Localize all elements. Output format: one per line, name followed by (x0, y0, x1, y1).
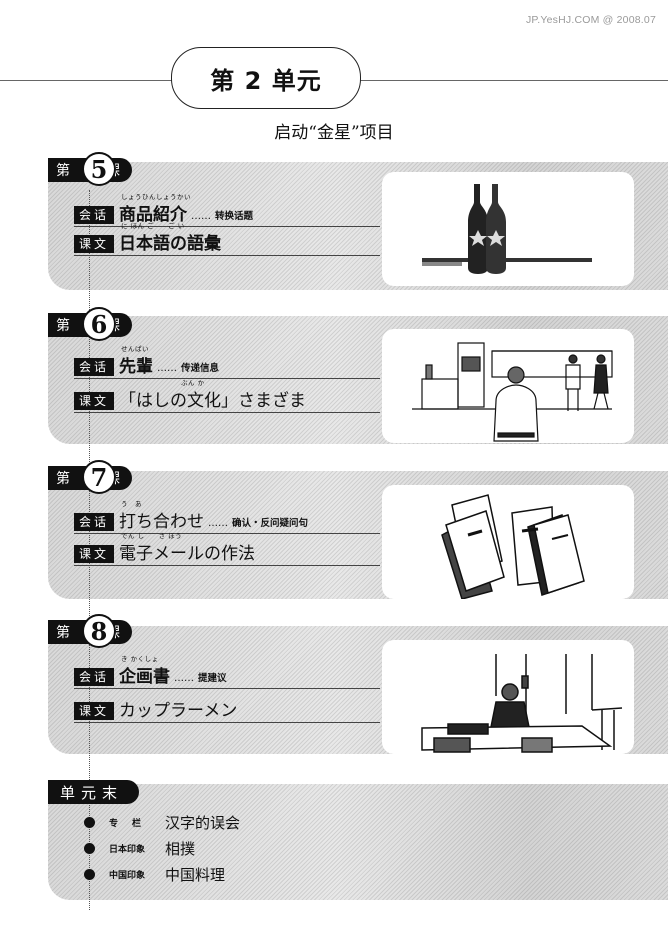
lesson-number-badge: 5 (82, 152, 116, 186)
unit-end-item-column[interactable]: 专栏 汉字的误会 (84, 812, 240, 833)
leader-dots: …… (208, 518, 229, 529)
lesson-6-header[interactable]: 第 6 課 (48, 307, 132, 341)
kabun-tag: 课文 (74, 392, 115, 410)
furigana: う あ (121, 500, 143, 508)
kaiwa-note: 传递信息 (181, 363, 220, 374)
kabun-tag: 课文 (74, 545, 115, 563)
kabun-title-text: カップラーメン (119, 701, 238, 721)
kabun-title-text: 電子メールの作法 (119, 544, 256, 564)
leader-dots: …… (191, 211, 212, 222)
furigana: しょうひんしょうかい (121, 193, 192, 201)
kaiwa-tag: 会话 (74, 358, 115, 376)
illustration-office-scene (382, 329, 634, 443)
furigana: でん し さ ほう (121, 532, 183, 540)
unit-end-item-china-impression[interactable]: 中国印象 中国料理 (84, 864, 225, 885)
unit-subtitle: 启动“金星”项目 (274, 123, 394, 143)
kaiwa-tag: 会话 (74, 513, 115, 531)
kaiwa-title-text: 企画書 (119, 667, 171, 687)
lesson-prefix: 第 (56, 625, 70, 641)
lesson-7-kabun-row[interactable]: 课文 でん し さ ほう電子メールの作法 (74, 532, 380, 566)
header-rule-left (0, 80, 172, 81)
lesson-8-header[interactable]: 第 8 課 (48, 614, 132, 648)
bullet-icon (84, 817, 95, 828)
lesson-7-kaiwa-row[interactable]: 会话 う あ打ち合わせ …… 确认・反问疑问句 (74, 500, 380, 534)
kabun-title: でん し さ ほう電子メールの作法 (119, 532, 256, 564)
kaiwa-tag: 会话 (74, 206, 115, 224)
kaiwa-note: 转换话题 (215, 211, 254, 222)
kaiwa-note: 确认・反问疑问句 (232, 518, 309, 529)
kaiwa-tag: 会话 (74, 668, 115, 686)
furigana: に ほん ご ご い (121, 222, 185, 230)
unit-title-pill: 第 2 单元 (171, 47, 361, 109)
illustration-documents (382, 485, 634, 599)
watermark: JP.YesHJ.COM @ 2008.07 (525, 14, 656, 26)
kaiwa-note: 提建议 (198, 673, 227, 684)
kabun-title: カップラーメン (119, 696, 237, 721)
furigana: き かくしょ (121, 655, 159, 663)
item-text: 相撲 (165, 840, 196, 858)
kaiwa-title: せんぱい先輩 (119, 345, 154, 377)
item-text: 中国料理 (165, 866, 226, 884)
lesson-5-header[interactable]: 第 5 課 (48, 152, 132, 186)
lesson-8-kabun-row[interactable]: 课文 カップラーメン (74, 700, 380, 723)
furigana: せんぱい (121, 345, 150, 353)
item-label: 日本印象 (109, 845, 146, 855)
kaiwa-title: しょうひんしょうかい商品紹介 (119, 193, 191, 225)
item-text: 汉字的误会 (165, 814, 241, 832)
leader-dots: …… (157, 363, 178, 374)
leader-dots: …… (174, 673, 195, 684)
kabun-title-text: 「はしの文化」さまざま (119, 391, 307, 411)
lesson-6-kaiwa-row[interactable]: 会话 せんぱい先輩 …… 传递信息 (74, 345, 380, 379)
lesson-prefix: 第 (56, 471, 70, 487)
kaiwa-title-text: 打ち合わせ (119, 512, 205, 532)
bullet-icon (84, 869, 95, 880)
lesson-6-kabun-row[interactable]: 课文 ぶん か「はしの文化」さまざま (74, 379, 380, 413)
kaiwa-title: き かくしょ企画書 (119, 655, 171, 687)
kaiwa-title-text: 先輩 (119, 357, 154, 377)
unit-end-item-japan-impression[interactable]: 日本印象 相撲 (84, 838, 195, 859)
lesson-number-badge: 6 (82, 307, 116, 341)
lesson-number-badge: 7 (82, 460, 116, 494)
lesson-number-badge: 8 (82, 614, 116, 648)
kaiwa-title-text: 商品紹介 (119, 205, 188, 225)
illustration-wine-bottles (382, 172, 634, 286)
item-label: 中国印象 (109, 871, 146, 881)
header-rule-right (358, 80, 668, 81)
lesson-8-kaiwa-row[interactable]: 会话 き かくしょ企画書 …… 提建议 (74, 655, 380, 689)
unit-end-header[interactable]: 单元末 (48, 780, 140, 804)
lesson-5-kaiwa-row[interactable]: 会话 しょうひんしょうかい商品紹介 …… 转换话题 (74, 193, 380, 227)
kabun-title: に ほん ご ご い日本語の語彙 (119, 222, 222, 254)
kabun-title-text: 日本語の語彙 (119, 234, 222, 254)
lesson-prefix: 第 (56, 163, 70, 179)
item-label: 专栏 (109, 819, 156, 829)
unit-title: 第 2 单元 (210, 66, 322, 95)
lesson-7-header[interactable]: 第 7 課 (48, 460, 132, 494)
unit-end-panel (48, 784, 668, 900)
kaiwa-title: う あ打ち合わせ (119, 500, 205, 532)
kabun-title: ぶん か「はしの文化」さまざま (119, 379, 307, 411)
kabun-tag: 课文 (74, 702, 115, 720)
furigana: ぶん か (181, 379, 205, 387)
kabun-tag: 课文 (74, 235, 115, 253)
lesson-5-kabun-row[interactable]: 课文 に ほん ご ご い日本語の語彙 (74, 222, 380, 256)
lesson-prefix: 第 (56, 318, 70, 334)
illustration-meeting-room (382, 640, 634, 754)
bullet-icon (84, 843, 95, 854)
